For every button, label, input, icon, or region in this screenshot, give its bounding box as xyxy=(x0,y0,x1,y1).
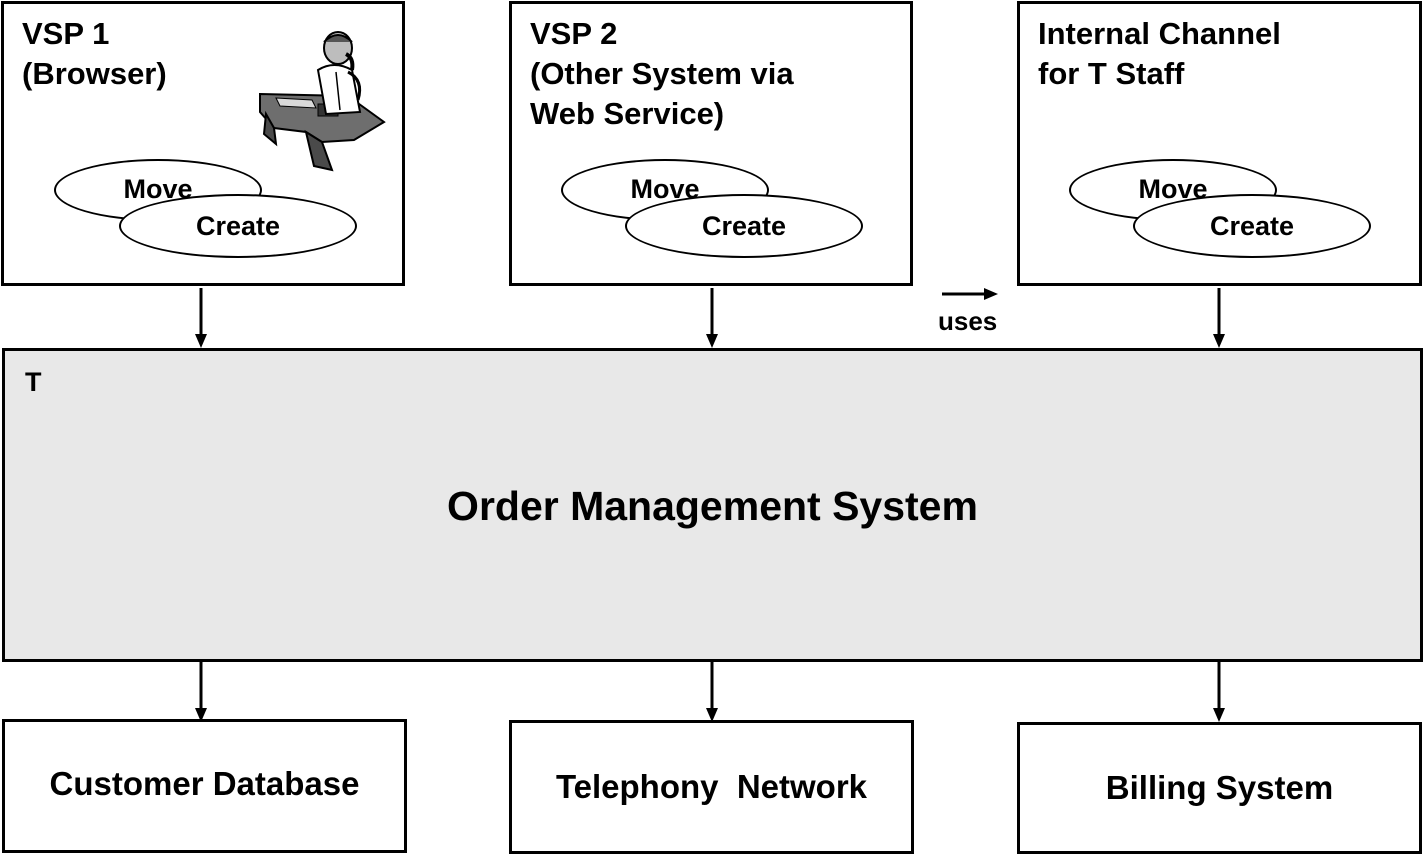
arrow-oms-to-billing xyxy=(1213,662,1225,722)
customer-database-box: Customer Database xyxy=(2,719,407,853)
arrow-oms-to-customer-db xyxy=(195,662,207,722)
create-use-case: Create xyxy=(1133,194,1371,258)
uses-legend-label: uses xyxy=(938,306,998,336)
create-use-case: Create xyxy=(119,194,357,258)
arrow-vsp1-to-oms xyxy=(195,288,207,348)
backend-label: Billing System xyxy=(1105,769,1334,806)
telephony-network-box: Telephony Network xyxy=(509,720,914,854)
arrow-internal-to-oms xyxy=(1213,288,1225,348)
channel-title: Internal Channel for T Staff xyxy=(1038,16,1281,91)
channel-title: VSP 2 (Other System via Web Service) xyxy=(530,16,794,131)
billing-system-box: Billing System xyxy=(1017,722,1422,854)
channel-box-vsp2: VSP 2 (Other System via Web Service) Mov… xyxy=(509,1,913,286)
main-corner-label: T xyxy=(25,367,42,397)
arrow-vsp2-to-oms xyxy=(706,288,718,348)
backend-label: Customer Database xyxy=(49,765,360,802)
create-use-case: Create xyxy=(625,194,863,258)
backend-label: Telephony Network xyxy=(555,768,868,805)
channel-title: VSP 1 (Browser) xyxy=(22,16,167,91)
channel-box-vsp1: VSP 1 (Browser) Move Create xyxy=(1,1,405,286)
uses-legend-arrow xyxy=(942,288,998,300)
channel-box-internal: Internal Channel for T Staff Move Create xyxy=(1017,1,1422,286)
main-title: Order Management System xyxy=(447,483,978,529)
arrow-oms-to-telephony xyxy=(706,662,718,722)
clerk-at-desk-icon xyxy=(259,31,386,172)
order-management-system-box: T Order Management System xyxy=(2,348,1423,662)
